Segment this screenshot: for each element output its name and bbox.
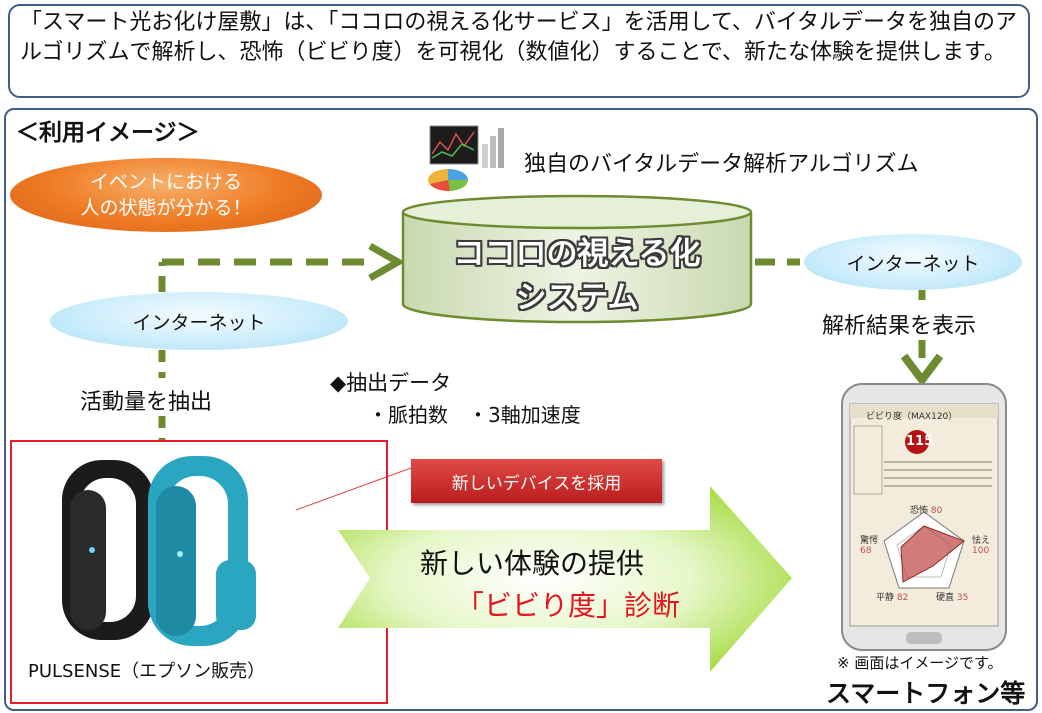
activity-label: 活動量を抽出 [80, 390, 213, 415]
radar-label-cower-value: 100 [972, 546, 990, 556]
radar-label-astonish-name: 驚愕 [860, 536, 879, 546]
new-device-adopted-badge: 新しいデバイスを採用 [411, 459, 662, 503]
intro-text: 「スマート光お化け屋敷」は、「ココロの視える化サービス」を活用して、バイタルデー… [20, 10, 1018, 65]
extract-data-items: ・脈拍数 ・3軸加速度 [368, 403, 581, 427]
device-pointer-line [295, 467, 412, 511]
bibiri-diagnosis-text: 「ビビり度」診断 [456, 589, 681, 622]
radar-label-fear-name: 恐怖 [910, 506, 929, 516]
intro-box [8, 4, 1030, 98]
internet-bubble-right: インターネット [804, 234, 1022, 290]
radar-label-calm: 平静 82 [876, 590, 908, 603]
wristband-device-image [62, 456, 256, 646]
result-display-label: 解析結果を表示 [822, 314, 977, 339]
extract-data-heading: ◆抽出データ [330, 371, 452, 395]
new-experience-arrow [338, 486, 792, 672]
system-cylinder [401, 194, 753, 324]
radar-label-fear-value: 80 [930, 506, 943, 516]
internet-left-label: インターネット [132, 311, 266, 334]
smartphone-image [841, 383, 1007, 651]
new-device-adopted-label: 新しいデバイスを採用 [451, 473, 622, 494]
new-experience-text: 新しい体験の提供 [420, 547, 645, 580]
radar-label-cower-name: 怯え [972, 536, 991, 546]
analytics-chart-icon [428, 125, 504, 192]
phone-score-value: 115 [906, 434, 934, 449]
smartphone-label: スマートフォン等 [826, 679, 1026, 708]
internet-bubble-left: インターネット [50, 292, 348, 350]
radar-label-stiff-name: 硬直 [936, 593, 955, 603]
usage-heading: ＜利用イメージ＞ [16, 120, 200, 146]
event-state-bubble: イベントにおける 人の状態が分かる！ [10, 158, 322, 232]
radar-label-calm-name: 平静 [876, 593, 895, 603]
connector-left-arrowhead [368, 242, 406, 282]
radar-label-astonish-value: 68 [860, 546, 872, 556]
radar-label-stiff-value: 35 [956, 593, 969, 603]
radar-label-fear: 恐怖 80 [910, 503, 942, 516]
device-name: PULSENSE（エプソン販売） [28, 661, 266, 682]
system-name: ココロの視える化 システム [453, 236, 701, 316]
radar-label-calm-value: 82 [896, 593, 909, 603]
algorithm-label: 独自のバイタルデータ解析アルゴリズム [524, 152, 919, 177]
phone-screen-title: ビビり度（MAX120） [866, 412, 958, 422]
radar-label-stiff: 硬直 35 [936, 590, 968, 603]
connector-right-arrowhead [900, 353, 944, 387]
screen-image-note: ※ 画面はイメージです。 [837, 654, 1003, 672]
internet-right-label: インターネット [846, 252, 980, 275]
